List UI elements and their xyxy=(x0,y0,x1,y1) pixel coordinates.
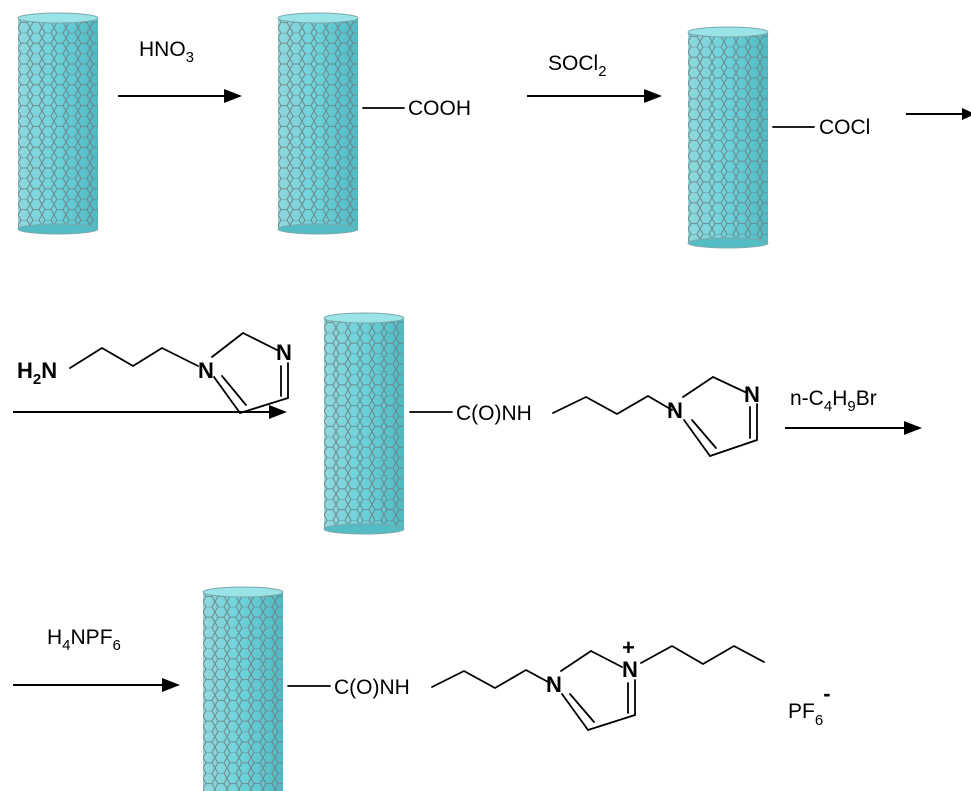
nanotube-imidazole xyxy=(323,312,405,535)
imidazolium-substituent: N N + xyxy=(431,635,765,731)
charge-plus: + xyxy=(622,635,635,660)
reagent-hno3: HNO3 xyxy=(139,38,194,66)
imidazole-substituent: N N xyxy=(552,376,760,457)
group-cocl: COCl xyxy=(819,116,870,139)
group-cooh: COOH xyxy=(408,97,471,120)
counter-ion-pf6: PF6- xyxy=(788,681,831,729)
atom-n1-reagent: N xyxy=(198,358,214,383)
reagent-butyl-bromide: n-C4H9Br xyxy=(790,387,877,415)
atom-n1-product: N xyxy=(667,398,683,423)
atom-h2n: H2N xyxy=(17,358,57,388)
amine-reagent: H2N N N xyxy=(17,332,292,414)
reaction-arrow-4 xyxy=(785,421,922,435)
group-amide-2: C(O)NH xyxy=(334,676,410,699)
atom-n3-imidazolium: N xyxy=(622,657,638,682)
nanotube-pristine xyxy=(17,12,99,235)
atom-n3-reagent: N xyxy=(276,340,292,365)
reagent-ammonium-hexafluorophosphate: H4NPF6 xyxy=(47,626,121,654)
reaction-arrow-1 xyxy=(118,89,242,103)
nanotube-ionic-liquid xyxy=(202,586,284,791)
reaction-arrow-5 xyxy=(13,678,180,692)
reaction-arrow-3 xyxy=(13,405,287,419)
nanotube-cooh xyxy=(277,12,359,235)
atom-n3-product: N xyxy=(744,382,760,407)
group-amide-1: C(O)NH xyxy=(456,402,532,425)
reaction-arrow-2 xyxy=(527,89,662,103)
nanotube-cocl xyxy=(687,26,769,249)
atom-n1-imidazolium: N xyxy=(546,672,562,697)
reagent-socl2: SOCl2 xyxy=(548,52,607,80)
reaction-arrow-3-start xyxy=(906,108,971,120)
